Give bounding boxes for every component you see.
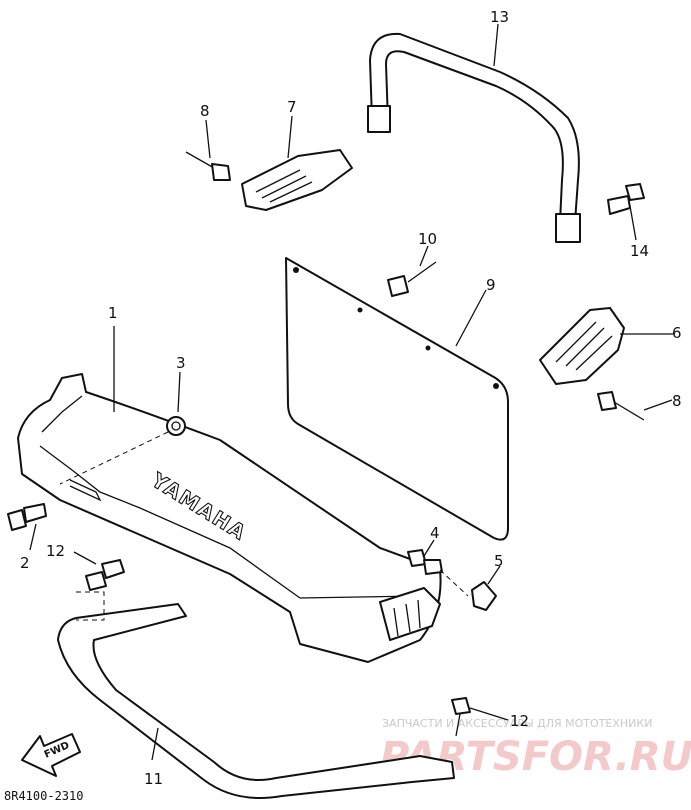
callout-7: 7	[287, 98, 297, 116]
callout-1: 1	[108, 304, 118, 322]
callout-13: 13	[490, 8, 509, 26]
part-12-bolt-lower	[451, 697, 471, 737]
callout-2: 2	[20, 554, 30, 572]
part-8-screw-lower	[597, 391, 645, 421]
part-9-plate	[285, 257, 509, 541]
part-14-bolt	[607, 183, 645, 215]
part-1-rear-body: YAMAHA	[17, 373, 442, 663]
callout-12-left: 12	[46, 542, 65, 560]
part-12-bolt-left	[85, 559, 125, 591]
part-13-grab-bar	[367, 32, 581, 243]
callout-12-lower: 12	[510, 712, 529, 730]
callout-6: 6	[672, 324, 682, 342]
part-5-clip	[471, 581, 497, 611]
callouts: 1 2 3 4 5 6 7 8 8 9 10 11 12 12 13 14	[20, 8, 682, 788]
callout-3: 3	[176, 354, 186, 372]
part-11-stay-bar	[57, 603, 455, 799]
callout-10: 10	[418, 230, 437, 248]
callout-8-upper: 8	[200, 102, 210, 120]
figure-code: 8R4100-2310	[4, 789, 83, 803]
relation-lines	[59, 431, 469, 621]
callout-11: 11	[144, 770, 163, 788]
callout-8-lower: 8	[672, 392, 682, 410]
part-10-screw	[387, 261, 437, 297]
fwd-arrow: FWD	[21, 733, 81, 777]
leader-lines	[29, 23, 674, 761]
callout-14: 14	[630, 242, 649, 260]
part-7-grip	[241, 149, 353, 211]
part-8-screw-upper	[185, 151, 231, 181]
callout-9: 9	[486, 276, 496, 294]
part-6-grip	[539, 307, 625, 385]
part-2-bolt	[7, 503, 47, 531]
part-3-nut	[166, 416, 186, 436]
callout-5: 5	[494, 552, 504, 570]
watermark-tagline: ЗАПЧАСТИ И АКСЕССУАРЫ ДЛЯ МОТОТЕХНИКИ	[382, 717, 652, 730]
callout-4: 4	[430, 524, 440, 542]
